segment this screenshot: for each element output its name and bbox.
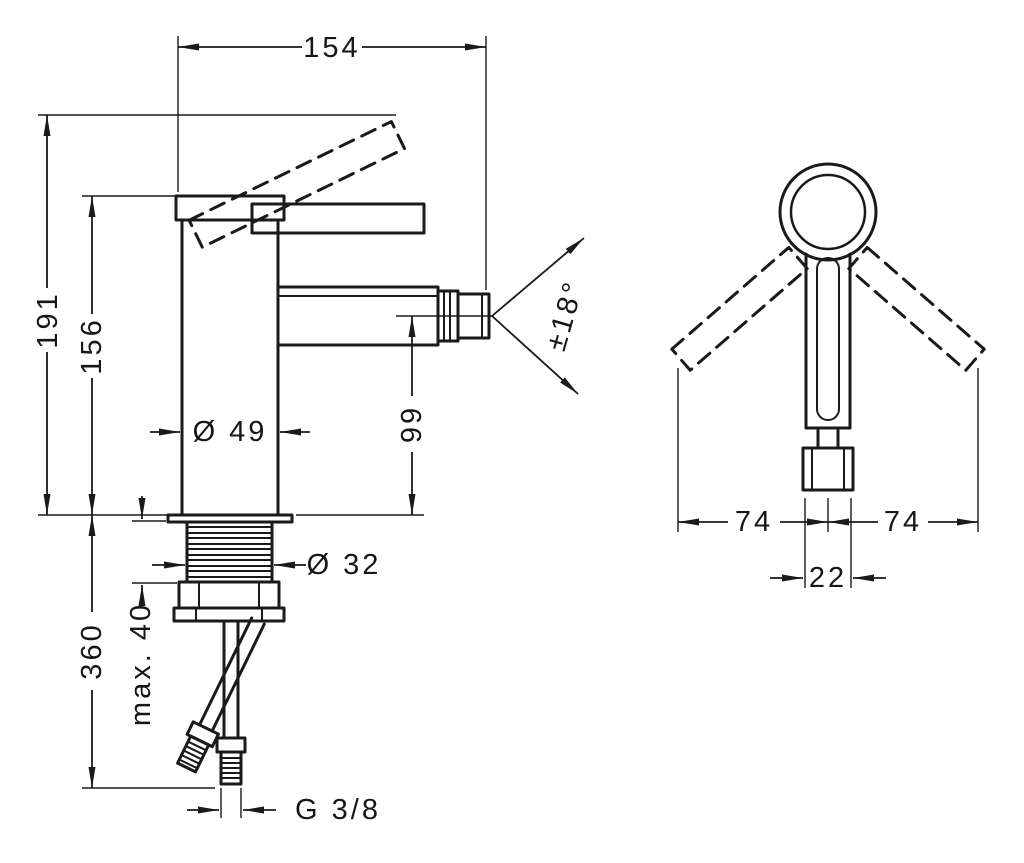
dim-width-154: 154 bbox=[177, 32, 487, 290]
handle-swing-right-dashed bbox=[847, 245, 986, 372]
dim-label-max40: max. 40 bbox=[125, 602, 157, 726]
dim-label-99: 99 bbox=[396, 405, 428, 443]
front-view: 74 74 22 bbox=[670, 162, 986, 594]
base-flange bbox=[166, 513, 294, 524]
front-body-slot bbox=[816, 257, 840, 421]
dim-width-22: 22 bbox=[770, 498, 886, 594]
dim-length-360: 360 bbox=[76, 515, 215, 789]
supply-hoses bbox=[176, 616, 266, 786]
hose-vertical bbox=[215, 619, 247, 786]
dim-label-d49: Ø 49 bbox=[193, 416, 268, 448]
dim-label-74-left: 74 bbox=[735, 506, 773, 538]
handle-knob-circle bbox=[778, 162, 878, 262]
dim-74-left: 74 bbox=[677, 368, 979, 538]
dim-diameter-49: Ø 49 bbox=[150, 416, 310, 448]
mounting-nut bbox=[172, 580, 286, 623]
hose-connector bbox=[215, 736, 247, 754]
dim-label-angle: ±18° bbox=[540, 277, 591, 355]
faucet-handle bbox=[250, 202, 426, 235]
dim-label-d32: Ø 32 bbox=[307, 549, 382, 581]
dim-max-40: max. 40 bbox=[125, 496, 177, 726]
side-view: 154 191 156 Ø 49 bbox=[32, 32, 591, 826]
handle-knob-inner-circle bbox=[789, 173, 867, 251]
handle-alt-position-dashed bbox=[187, 120, 407, 249]
dim-thread-g38: G 3/8 bbox=[187, 788, 381, 826]
dim-height-156: 156 bbox=[76, 195, 176, 515]
faucet-body bbox=[180, 218, 280, 517]
dim-label-74-right: 74 bbox=[884, 506, 922, 538]
dim-label-191: 191 bbox=[32, 291, 64, 348]
dim-label-154: 154 bbox=[303, 32, 360, 64]
front-body bbox=[804, 252, 852, 430]
dim-label-22: 22 bbox=[809, 562, 847, 594]
dim-diameter-32: Ø 32 bbox=[152, 549, 382, 581]
dim-angle-18: ±18° bbox=[491, 237, 591, 395]
dim-label-156: 156 bbox=[76, 317, 108, 374]
dim-height-191: 191 bbox=[32, 114, 396, 516]
handle-swing-left-dashed bbox=[670, 245, 809, 372]
hose-angled bbox=[176, 616, 266, 774]
front-aerator bbox=[801, 426, 855, 492]
dim-spout-height-99: 99 bbox=[296, 315, 492, 516]
dim-label-360: 360 bbox=[76, 622, 108, 679]
dim-74-right: 74 bbox=[828, 506, 978, 538]
mounting-shank bbox=[185, 520, 274, 584]
dim-label-g38: G 3/8 bbox=[295, 794, 381, 826]
